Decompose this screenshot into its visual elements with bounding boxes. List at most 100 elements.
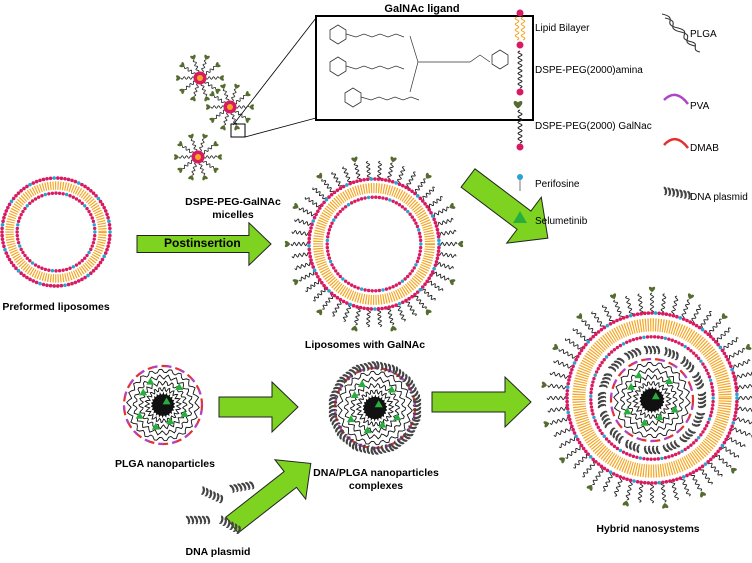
lipid-head [565, 388, 570, 393]
dna-strand [643, 445, 661, 455]
lipid-head [579, 443, 584, 448]
plga-chain [126, 368, 200, 442]
lipid-head [664, 479, 669, 484]
bound-dna-plasmid [598, 373, 613, 389]
galnac-ligand [174, 154, 179, 160]
peg-chain [707, 461, 723, 477]
pva-layer [333, 366, 417, 450]
lipid-head [332, 293, 337, 298]
dna-strand [607, 357, 625, 373]
lipid-head [71, 265, 76, 269]
lipid-head [579, 348, 584, 353]
lipid-head [621, 316, 626, 320]
lipid-head [430, 270, 435, 274]
lipid-head [415, 194, 420, 198]
peg-chain [210, 105, 225, 109]
lipid-head [34, 280, 39, 285]
lipid-head [734, 388, 739, 393]
lipid-head [565, 403, 570, 408]
lipid-head [106, 244, 110, 249]
legend-plga: PLGA [690, 29, 717, 40]
galnac-ligand [449, 279, 456, 286]
sugar-ring [329, 24, 347, 45]
lipid-head [434, 224, 439, 228]
peg-chain [435, 217, 454, 227]
lipid-head [589, 398, 593, 402]
galnac-peg-layer [284, 156, 464, 332]
lipid-head [734, 406, 739, 411]
lipid-head [397, 203, 402, 207]
lipid-head [711, 455, 716, 459]
lipid-head [407, 296, 411, 301]
lipid-head [365, 306, 370, 311]
lipid-head [724, 354, 729, 359]
lipid-head [68, 194, 72, 198]
lipid-head [429, 211, 433, 215]
lipid-head [691, 351, 696, 355]
peg-chain [734, 417, 752, 425]
lipid-head [21, 250, 25, 255]
lipid-head [408, 212, 412, 216]
lipid-head [733, 378, 737, 382]
linker-chain [360, 96, 420, 101]
dna-strand [229, 481, 255, 493]
lipid-head [650, 481, 654, 485]
lipid-head [28, 277, 32, 282]
lipid-head [704, 368, 709, 372]
lipid-head [718, 446, 723, 451]
lipid-head [76, 279, 81, 283]
lipid-head [663, 456, 668, 460]
lipid-head [362, 306, 366, 311]
lipid-head [11, 263, 16, 268]
lipid-head [731, 371, 736, 375]
lipid-head [390, 179, 395, 184]
lipid-head [94, 266, 98, 271]
lipid-head [625, 452, 629, 456]
lipid-head [660, 311, 665, 316]
bound-dna-plasmid [355, 361, 377, 373]
peg-chain [735, 406, 752, 413]
lipid-head [602, 325, 607, 330]
lipid-head [307, 236, 312, 241]
lipid-head [650, 311, 654, 315]
lipid-head [575, 354, 580, 359]
peg-chain [734, 371, 752, 380]
lipid-head [43, 267, 48, 272]
lipid-head [419, 242, 423, 246]
peg-chain [690, 473, 703, 492]
lipid-head [680, 449, 684, 453]
dna-strand [643, 345, 661, 355]
lipid-head [733, 414, 737, 418]
lipid-head [593, 373, 597, 377]
lipid-head [589, 405, 594, 409]
lipid-head [383, 178, 388, 182]
lipid-head [703, 427, 707, 431]
peg-chain [572, 328, 590, 342]
peg-chain [414, 178, 426, 194]
galnac-ligand [202, 133, 208, 139]
lipid-head [696, 435, 701, 440]
bound-dna-plasmid [643, 445, 661, 455]
galnac-ligand [292, 279, 299, 286]
lipid-head [346, 203, 351, 207]
galnac-ligand [190, 96, 196, 102]
lipid-head [429, 273, 433, 277]
lipid-head [615, 446, 620, 451]
lipid-head [566, 410, 571, 415]
bound-dna-plasmid [404, 417, 421, 437]
lipid-head [41, 177, 46, 182]
lipid-head [709, 382, 714, 386]
peg-chain [708, 318, 722, 336]
lipid-head [93, 230, 97, 234]
lipid-head [25, 275, 29, 280]
lipid-head [100, 202, 105, 207]
lipid-head [656, 335, 660, 339]
lipid-head [642, 335, 646, 340]
lipid-head [63, 176, 67, 181]
peg-chain [565, 338, 583, 350]
lipid-head [381, 288, 385, 292]
lipid-head [21, 209, 25, 214]
lipid-head [657, 311, 662, 316]
lipid-head [80, 182, 84, 187]
lipid-head [327, 195, 331, 199]
